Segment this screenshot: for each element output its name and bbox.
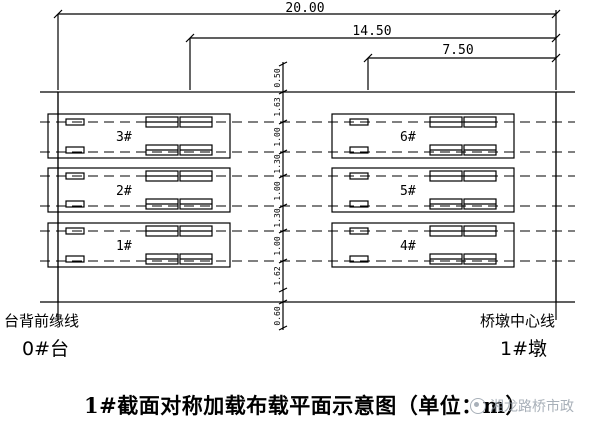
- front-axle: [65, 146, 85, 154]
- vertical-dim-label: 1.62: [273, 266, 282, 285]
- dim-text-short: 7.50: [442, 43, 473, 58]
- figure-caption: 1#截面对称加载布载平面示意图（单位：m）: [84, 393, 527, 418]
- vehicle-outline: [331, 167, 515, 213]
- vehicle-4: 6#: [331, 113, 515, 159]
- front-axle: [349, 118, 369, 126]
- vertical-dim-label: 0.50: [273, 68, 282, 87]
- vehicle-number: 5#: [400, 184, 416, 199]
- wechat-icon: [470, 398, 486, 414]
- front-axle: [65, 200, 85, 208]
- front-axle: [349, 146, 369, 154]
- watermark-text: 湘龙路桥市政: [490, 399, 574, 415]
- front-axle: [65, 172, 85, 180]
- vehicle-1: 3#: [47, 113, 231, 159]
- pier-id-label: 1#墩: [500, 338, 548, 360]
- vertical-dim-label: 1.63: [273, 97, 282, 116]
- vehicle-outline: [47, 113, 231, 159]
- front-axle: [65, 118, 85, 126]
- vertical-dim-label: 1.00: [273, 236, 282, 255]
- front-axle: [349, 172, 369, 180]
- front-axle: [349, 200, 369, 208]
- vertical-dim-label: 1.30: [273, 154, 282, 173]
- lane-lines: [40, 121, 575, 262]
- vehicle-outline: [47, 167, 231, 213]
- vehicle-2: 2#: [47, 167, 231, 213]
- deck-outline: [57, 91, 557, 303]
- vehicle-number: 6#: [400, 130, 416, 145]
- front-axle: [65, 227, 85, 235]
- front-axle: [65, 255, 85, 263]
- front-axle: [349, 255, 369, 263]
- vehicle-number: 1#: [116, 239, 132, 254]
- vehicle-number: 3#: [116, 130, 132, 145]
- dim-text-mid: 14.50: [352, 24, 391, 39]
- pier-center-label: 桥墩中心线: [480, 312, 556, 330]
- vehicle-6: 4#: [331, 222, 515, 268]
- vertical-dim-label: 1.30: [273, 208, 282, 227]
- abutment-front-label: 台背前缘线: [4, 312, 80, 330]
- front-axle: [349, 227, 369, 235]
- vehicle-outline: [47, 222, 231, 268]
- watermark: 湘龙路桥市政: [470, 396, 574, 416]
- vehicle-outline: [331, 113, 515, 159]
- dim-text-total: 20.00: [285, 1, 324, 16]
- vehicle-5: 5#: [331, 167, 515, 213]
- vehicle-3: 1#: [47, 222, 231, 268]
- vehicle-outline: [331, 222, 515, 268]
- vertical-dim-label: 1.00: [273, 181, 282, 200]
- vehicle-number: 4#: [400, 239, 416, 254]
- vertical-dim-label: 0.60: [273, 306, 282, 325]
- vehicle-number: 2#: [116, 184, 132, 199]
- vertical-dim-chain: [278, 61, 288, 331]
- vertical-dim-label: 1.00: [273, 127, 282, 146]
- abutment-id-label: 0#台: [22, 338, 70, 360]
